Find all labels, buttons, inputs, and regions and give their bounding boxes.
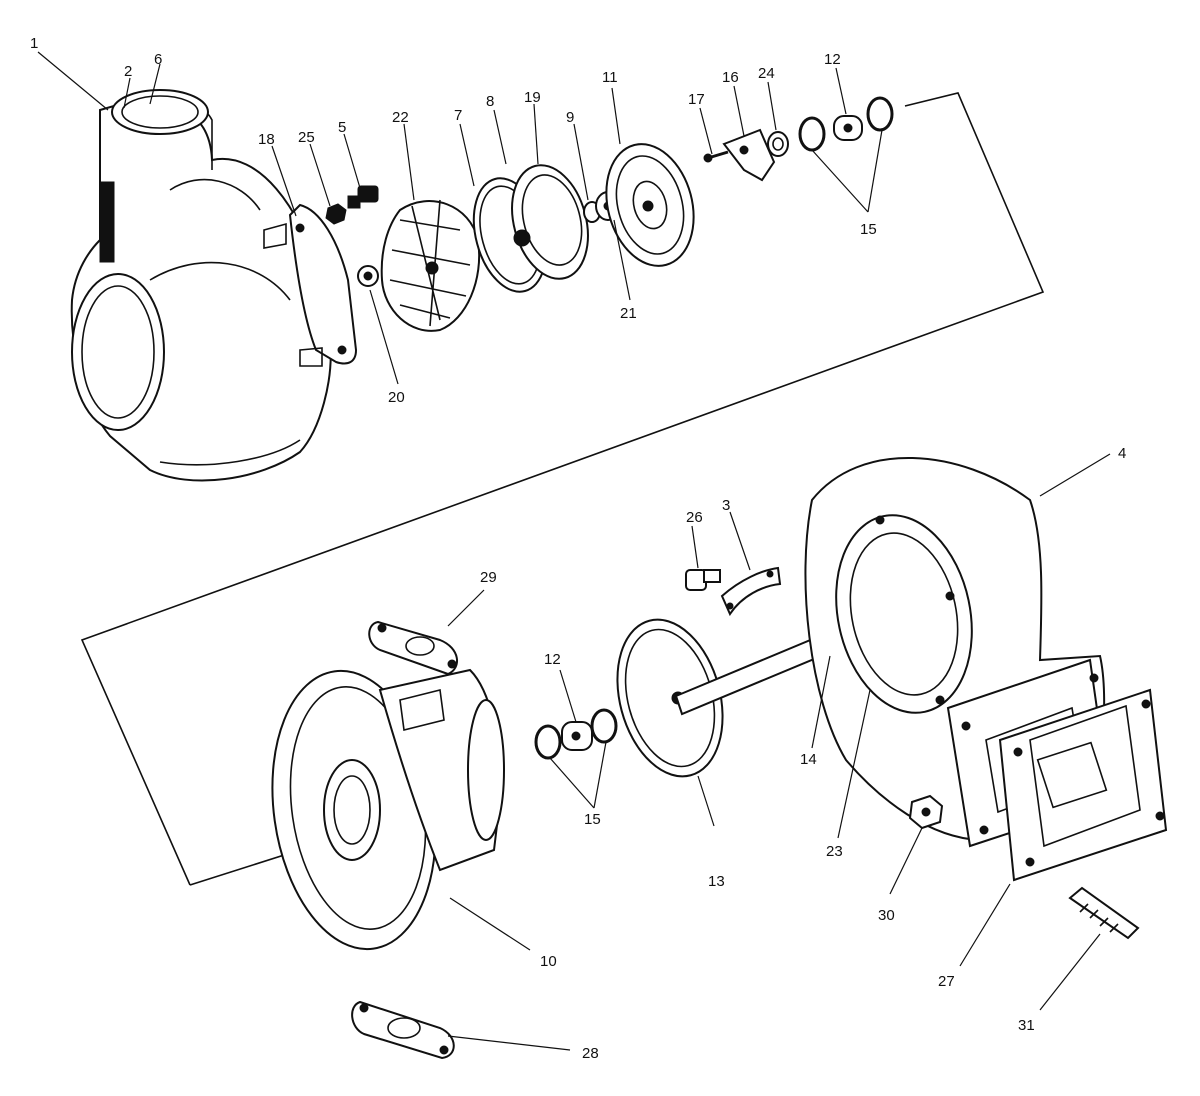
label-22: 22 xyxy=(392,109,409,126)
gasket-27 xyxy=(998,688,1168,882)
insert-19 xyxy=(511,164,589,280)
bolt-5 xyxy=(347,185,379,209)
label-12-bottom: 12 xyxy=(544,651,561,668)
label-18: 18 xyxy=(258,131,275,148)
nut-25 xyxy=(325,203,347,225)
compressor-wheel xyxy=(380,199,481,332)
label-19: 19 xyxy=(524,89,541,106)
label-10: 10 xyxy=(540,953,557,970)
label-27: 27 xyxy=(938,973,955,990)
label-3: 3 xyxy=(722,497,730,514)
label-29: 29 xyxy=(480,569,497,586)
label-16: 16 xyxy=(722,69,739,86)
label-12-top: 12 xyxy=(824,51,841,68)
label-17: 17 xyxy=(688,91,705,108)
leader-lines xyxy=(37,51,1111,1051)
center-housing xyxy=(271,668,505,951)
label-4: 4 xyxy=(1118,445,1126,462)
label-23: 23 xyxy=(826,843,843,860)
compressor-housing xyxy=(70,89,332,482)
label-21: 21 xyxy=(620,305,637,322)
retaining-ring-15c xyxy=(534,724,562,760)
label-20: 20 xyxy=(388,389,405,406)
bolt-26 xyxy=(685,569,721,591)
label-5: 5 xyxy=(338,119,346,136)
label-2: 2 xyxy=(124,63,132,80)
plug-30 xyxy=(908,794,944,830)
label-13: 13 xyxy=(708,873,725,890)
label-24: 24 xyxy=(758,65,775,82)
label-9: 9 xyxy=(566,109,574,126)
washer-24 xyxy=(767,131,789,157)
label-30: 30 xyxy=(878,907,895,924)
label-6: 6 xyxy=(154,51,162,68)
label-11: 11 xyxy=(602,69,618,86)
gasket-28 xyxy=(351,1000,455,1060)
nut-20 xyxy=(357,265,379,287)
thrust-plate-16 xyxy=(722,128,776,182)
label-25: 25 xyxy=(298,129,315,146)
label-28: 28 xyxy=(582,1045,599,1062)
backplate-flange xyxy=(263,203,358,367)
screw-17 xyxy=(703,150,729,163)
label-15-top: 15 xyxy=(860,221,877,238)
gasket-29 xyxy=(368,620,458,676)
retaining-ring-15d xyxy=(590,708,618,744)
retaining-ring-15a xyxy=(798,116,826,152)
stud-31 xyxy=(1068,886,1140,940)
part-labels: 1 2 6 18 25 5 22 7 8 19 9 11 21 20 17 16… xyxy=(30,35,1126,1062)
label-15-bottom: 15 xyxy=(584,811,601,828)
label-14: 14 xyxy=(800,751,817,768)
retaining-ring-15b xyxy=(866,96,894,132)
label-31: 31 xyxy=(1018,1017,1035,1034)
label-1: 1 xyxy=(30,35,38,52)
thrust-disc-11 xyxy=(605,143,695,267)
label-7: 7 xyxy=(454,107,462,124)
label-26: 26 xyxy=(686,509,703,526)
clamp-3 xyxy=(720,566,782,617)
label-8: 8 xyxy=(486,93,494,110)
bearing-12b xyxy=(561,721,593,751)
bearing-12a xyxy=(833,115,863,141)
